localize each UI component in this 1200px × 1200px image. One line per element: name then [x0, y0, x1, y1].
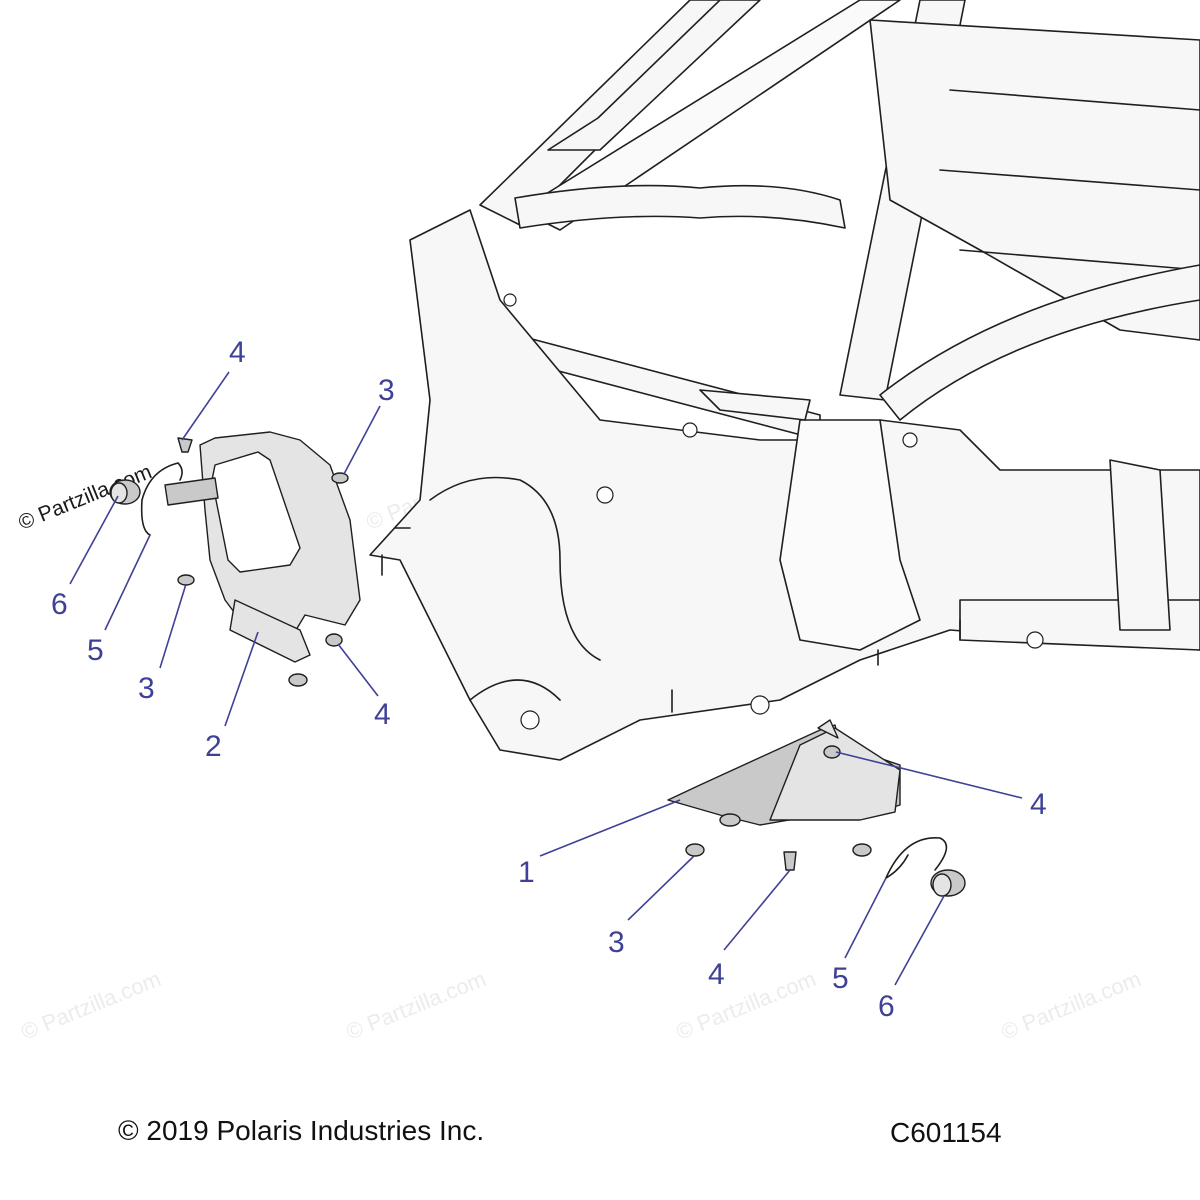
part-3-rivet	[288, 673, 308, 687]
part-1-right-cover	[667, 719, 901, 826]
part-4-clip	[823, 745, 841, 759]
callout-label: 4	[1030, 788, 1047, 821]
cover-tab	[817, 719, 839, 739]
vehicle-frame	[369, 0, 1200, 761]
frame-deck-edge	[939, 89, 1200, 271]
housing-neck	[164, 477, 219, 506]
cap-face	[932, 873, 952, 897]
frame-hole	[596, 486, 614, 504]
housing-flange	[229, 599, 311, 663]
frame-tube	[547, 0, 761, 151]
callout-label: 4	[229, 336, 246, 369]
frame-hole	[1026, 631, 1044, 649]
callout-label: 3	[378, 374, 395, 407]
callout-label: 5	[832, 962, 849, 995]
callout-label: 4	[374, 698, 391, 731]
frame-loop	[429, 476, 601, 661]
frame-crossbar	[514, 184, 846, 229]
part-5-right-ring	[885, 837, 948, 879]
callout-label: 4	[708, 958, 725, 991]
part-3-rivet	[685, 843, 705, 857]
part-3-rivet	[177, 574, 195, 586]
part-6-right-cap	[930, 869, 966, 897]
frame-hole	[503, 293, 517, 307]
callout-label: 1	[518, 856, 535, 889]
frame-stud	[381, 527, 961, 713]
leader-lines	[69, 371, 1023, 986]
watermark: © Partzilla.com	[343, 966, 490, 1045]
frame-hole	[902, 432, 918, 448]
copyright-text: © 2019 Polaris Industries Inc.	[118, 1115, 484, 1146]
frame-hole	[750, 695, 770, 715]
cap-face	[110, 482, 128, 504]
callout-label: 3	[138, 672, 155, 705]
part-3-rivet	[719, 813, 741, 827]
frame-deck	[869, 19, 1200, 341]
frame-bracket	[699, 389, 811, 421]
part-4-screw	[177, 437, 193, 453]
frame-post	[779, 419, 921, 651]
part-6-left-cap	[109, 479, 141, 505]
part-4-screw	[783, 851, 797, 871]
watermark: © Partzilla.com	[18, 966, 165, 1045]
callout-label: 3	[608, 926, 625, 959]
callout-label: 5	[87, 634, 104, 667]
frame-loop	[469, 679, 561, 701]
watermark: © Partzilla.com	[673, 966, 820, 1045]
callout-label: 2	[205, 730, 222, 763]
frame-post	[1109, 459, 1171, 631]
part-3-rivet	[331, 472, 349, 484]
part-5-left-ring	[140, 462, 183, 536]
callout-label: 6	[51, 588, 68, 621]
part-2-left-housing	[164, 431, 361, 663]
callouts: 4 3 6 5 3 2 4 1 4 3 4 5 6	[51, 336, 1047, 1023]
callout-label: 6	[878, 990, 895, 1023]
frame-hole	[682, 422, 698, 438]
diagram-id: C601154	[890, 1117, 1002, 1148]
frame-hole	[520, 710, 540, 730]
cover-face	[769, 727, 901, 821]
watermark: © Partzilla.com	[998, 966, 1145, 1045]
part-3-rivet	[852, 843, 872, 857]
frame-tube	[879, 264, 1200, 421]
part-4-clip	[325, 633, 343, 647]
housing-lens	[211, 451, 301, 573]
